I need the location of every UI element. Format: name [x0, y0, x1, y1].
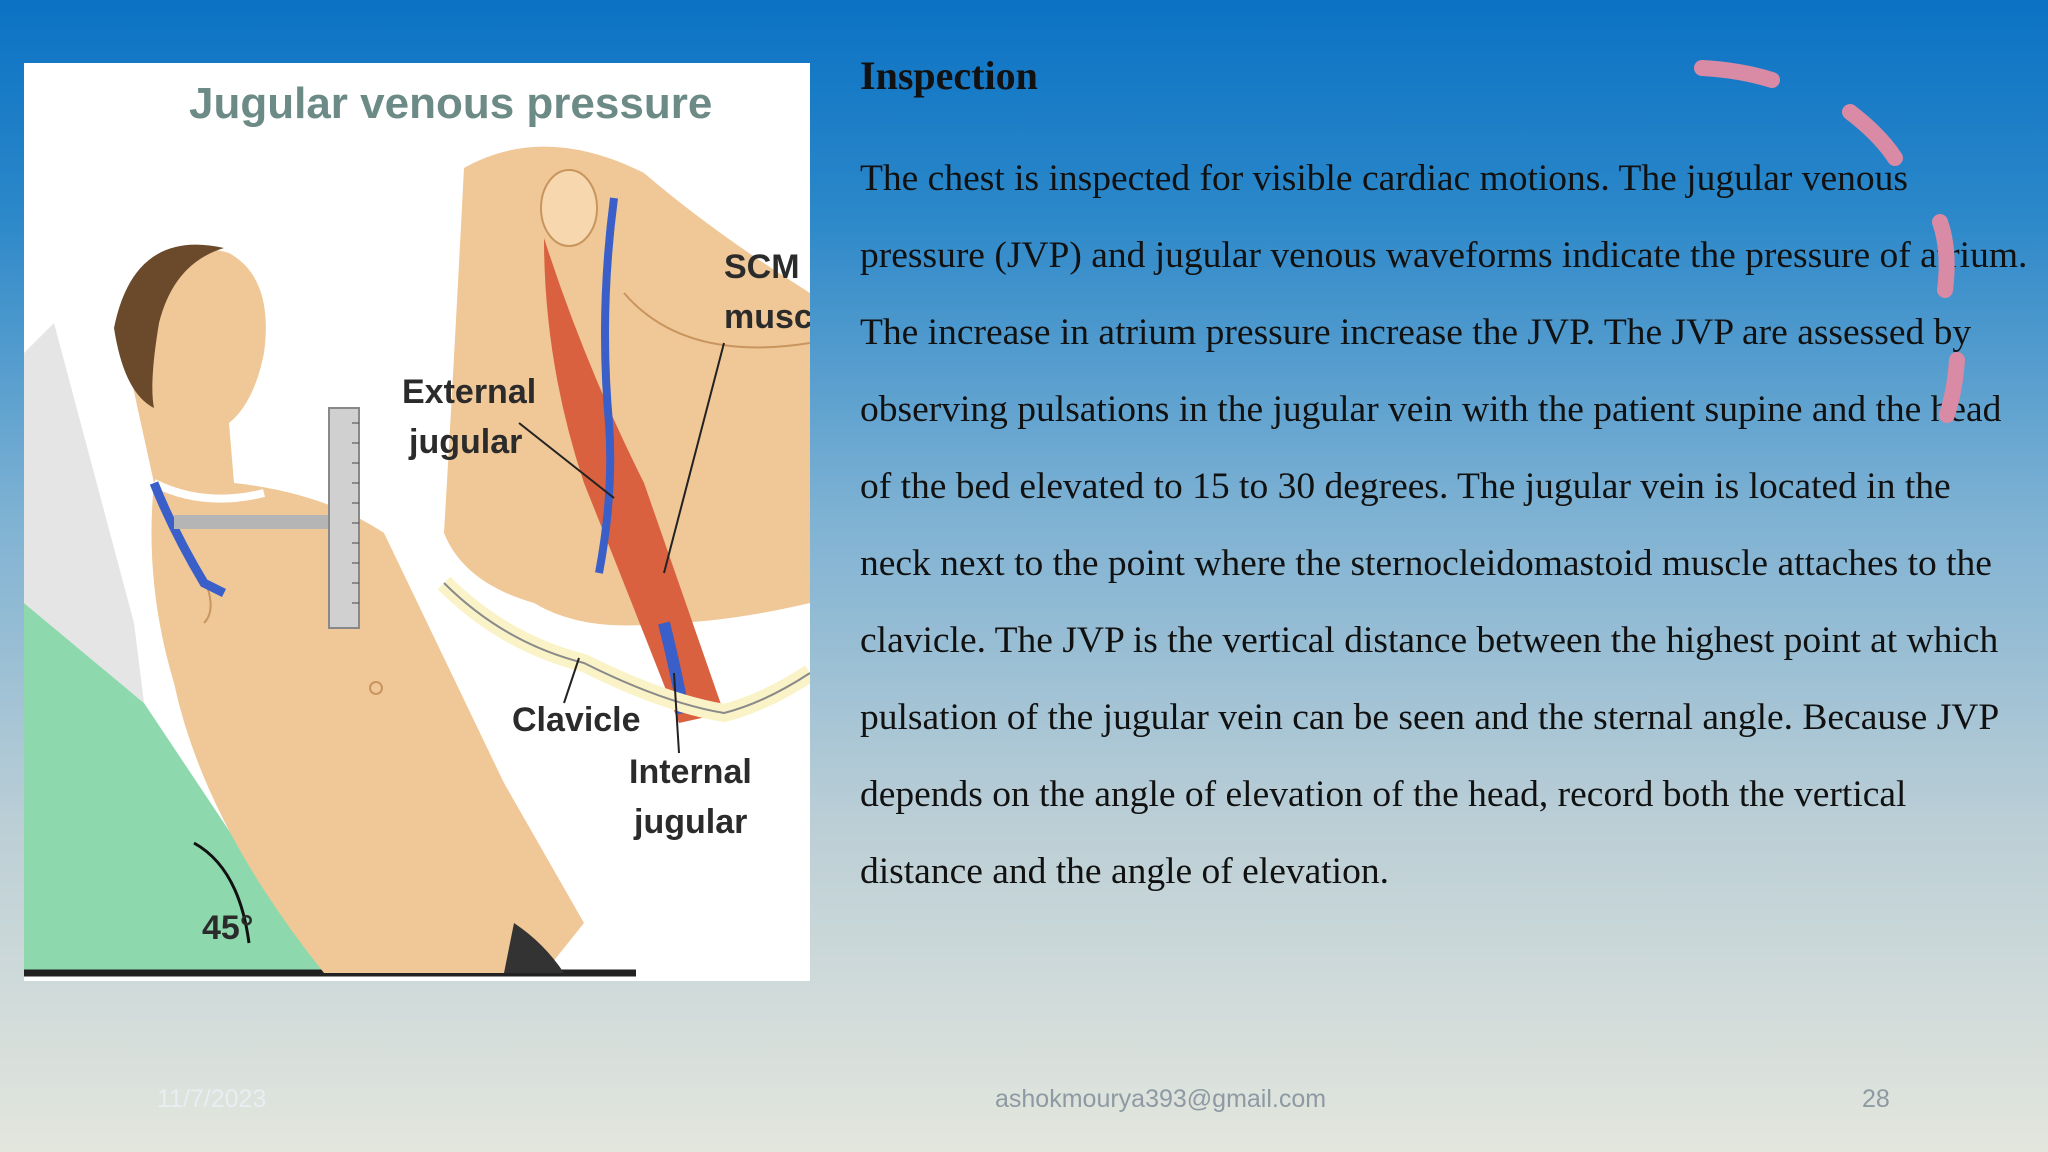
patient-hair [114, 244, 224, 408]
internal-jugular-pointer [673, 672, 680, 754]
jaw-line [623, 292, 810, 349]
angle-label: 45° [202, 909, 253, 947]
jvp-illustration: Jugular venous pressure 45° [24, 63, 810, 981]
figure-title: Jugular venous pressure [189, 79, 712, 128]
bed-wedge [24, 603, 324, 973]
angle-arc [193, 841, 251, 944]
scm-muscle [544, 238, 724, 723]
nipple [369, 681, 383, 695]
sleeve [504, 923, 564, 973]
ink-stroke [1842, 104, 1903, 166]
external-jugular-label: External jugular [402, 373, 546, 461]
ruler [328, 407, 360, 629]
clavicle-small [152, 479, 265, 503]
ink-stroke [1939, 352, 1965, 423]
internal-jugular-label: Internal jugular [629, 753, 761, 841]
vein-small [149, 481, 227, 598]
footer-page-number: 28 [1862, 1085, 1890, 1113]
ruler-arm [174, 515, 344, 529]
clavicle-outline [443, 582, 810, 715]
ink-stroke [1932, 214, 1955, 298]
pillow [24, 323, 144, 703]
ruler-ticks [352, 422, 359, 604]
footer-email: ashokmourya393@gmail.com [995, 1085, 1327, 1113]
slide-paragraph: The chest is inspected for visible cardi… [860, 158, 2028, 892]
scm-pointer [663, 342, 725, 574]
footer-date: 11/7/2023 [157, 1085, 267, 1113]
clavicle-label: Clavicle [512, 701, 641, 739]
clavicle-pointer [563, 657, 580, 704]
external-jugular-vein [595, 197, 618, 574]
ink-stroke [1694, 60, 1780, 88]
slide-heading: Inspection [860, 53, 1038, 98]
external-jugular-pointer [518, 422, 615, 499]
slide-content: Inspection The chest is inspected for vi… [860, 48, 2030, 910]
jvp-diagram: Jugular venous pressure 45° [24, 79, 810, 977]
neck-closeup [444, 146, 810, 626]
ear [540, 169, 598, 247]
scm-label: SCM muscle [724, 248, 810, 336]
